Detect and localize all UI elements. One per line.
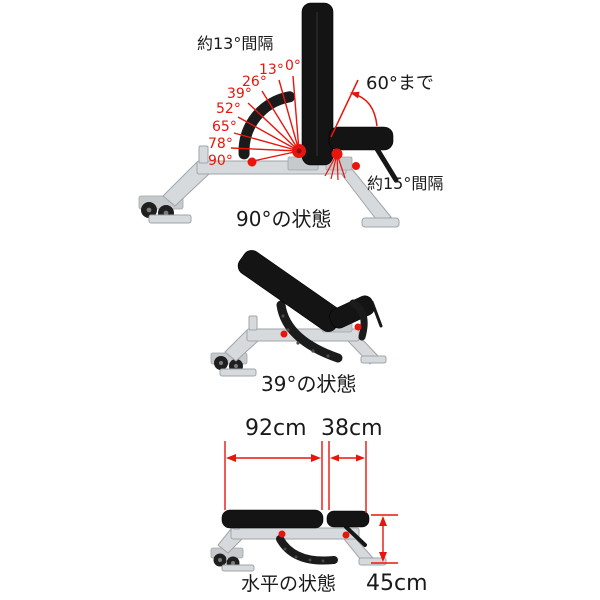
frame-front-stub [248,315,258,331]
seat-max-angle-annotation [330,79,378,138]
bench-flat-illustration [210,509,387,572]
backrest-adjustment-arc [276,300,343,363]
backrest-adjustment-arc [276,535,338,565]
backrest-adjustment-arc [238,91,295,160]
frame-front-stub [198,145,209,164]
seat-angle-interval-label: 約15°間隔 [367,174,444,193]
seat-rear-support [374,146,399,183]
angle-label-39: 39° [227,86,252,102]
height-label: 45cm [366,571,428,596]
frame-right-foot [361,217,400,228]
transport-wheels [210,547,255,572]
angle-label-13: 13° [259,62,284,78]
seat-adjustment-arc [349,299,368,341]
seat-lock-dot [354,323,362,331]
rail-lock-dot [247,157,257,167]
seat-lock-dot [342,531,350,539]
angle-label-0: 0° [285,58,301,74]
caption-39-state: 39°の状態 [261,372,357,396]
back-length-label: 92cm [245,416,307,441]
seat-lock-dot [352,162,360,170]
seat-angle-fan [324,148,360,181]
rail-lock-dot [280,330,288,338]
rail-lock-dot [278,530,286,538]
backrest-pad-flat [221,509,324,529]
caption-90-state: 90°の状態 [236,207,332,231]
bench-39-illustration [210,250,387,377]
seat-rear-support [370,300,383,328]
angle-label-65: 65° [212,119,237,135]
backrest-angle-fan [230,75,306,167]
frame-right-foot [360,355,387,364]
dimension-arrow-45cm [371,514,398,564]
angle-label-52: 52° [216,101,241,117]
seat-length-label: 38cm [321,416,383,441]
caption-flat-state: 水平の状態 [241,573,337,595]
seat-max-angle-label: 60°まで [366,73,434,94]
seat-rear-support [344,525,367,547]
dimension-arrow-92cm [226,454,321,462]
angle-label-90: 90° [208,153,233,169]
bench-90-illustration [138,2,400,228]
seat-pad [326,510,370,528]
back-angle-interval-label: 約13°間隔 [197,34,274,53]
transport-wheels [138,195,192,224]
dimension-annotations [224,441,398,564]
angle-label-78: 78° [208,136,233,152]
angle-label-26: 26° [242,74,267,90]
seat-pivot-hub [331,148,343,160]
dimension-arrow-38cm [330,454,365,462]
frame-rail [230,527,360,540]
arrowhead [350,91,360,99]
seat-pad [328,126,394,151]
